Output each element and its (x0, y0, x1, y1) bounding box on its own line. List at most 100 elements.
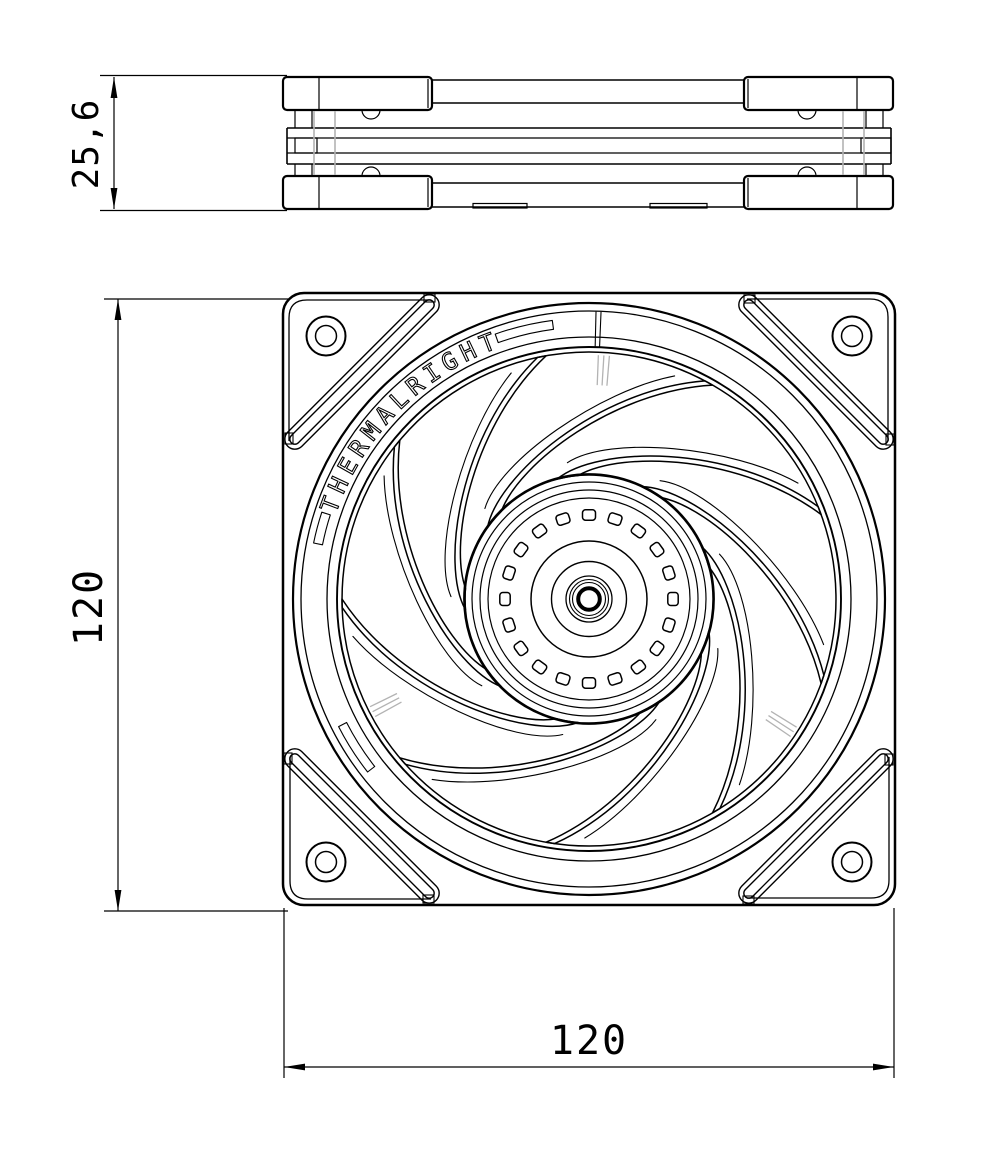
fan-blade-contour (566, 446, 799, 484)
ring-slot (494, 319, 555, 344)
hub-dot (661, 617, 676, 633)
ring-radial-slit (599, 311, 602, 347)
thickness-value: 25,6 (66, 99, 107, 190)
ring-slot (338, 721, 376, 773)
fan-frame (281, 291, 897, 907)
corner-inner-line (289, 757, 431, 900)
ring-radial-slit (594, 311, 597, 347)
side-view-hidden-lines (313, 111, 865, 175)
blade-gap-mark (369, 692, 398, 708)
corner-inner-line (747, 757, 890, 899)
shroud-rings (291, 301, 887, 897)
hub-dot (555, 671, 571, 686)
blade-gap-mark (770, 710, 797, 728)
corner-wing-outline (284, 294, 440, 450)
mounting-hole-inner (314, 850, 338, 874)
fan-blade-contour (584, 647, 719, 839)
mounting-hole-inner (840, 850, 864, 874)
fan-blade (640, 485, 825, 814)
hub-dot (581, 509, 597, 521)
ear-top-left (281, 75, 434, 112)
corner-assembly (738, 748, 894, 905)
blade-gap-mark (606, 355, 611, 386)
mounting-hole-inner (314, 324, 338, 348)
hub-dot (513, 541, 529, 558)
corner-assembly (738, 294, 895, 450)
fan-hub (463, 473, 715, 725)
corner-inner-line (288, 299, 431, 441)
hub-bearing-ring (550, 560, 628, 638)
hub-axle (576, 586, 602, 612)
arrow-up-icon (114, 299, 122, 320)
arrow-up-icon (110, 77, 118, 98)
mounting-hole-outer (831, 315, 873, 357)
fan-blade-contour (484, 375, 676, 510)
fan-blades (341, 351, 837, 847)
hub-dot (581, 677, 597, 689)
arrow-down-icon (110, 188, 118, 209)
hub-ring (487, 497, 691, 701)
hub-ring (471, 481, 707, 717)
dimension-thickness: 25,6 (66, 74, 287, 212)
mounting-hole-outer (305, 841, 347, 883)
hub-dot-ring (499, 509, 679, 689)
side-view (281, 75, 895, 211)
hub-dot (661, 565, 676, 581)
front-view: THERMALRIGHT (281, 291, 897, 907)
hub-dot (630, 659, 647, 675)
hub-dot (607, 512, 623, 527)
hub-bearing-ring (571, 581, 607, 617)
fan-blade-contour (431, 719, 657, 783)
height-value: 120 (66, 568, 112, 646)
width-value: 120 (550, 1018, 628, 1064)
corner-wing (738, 294, 894, 450)
fan-blade-contour (352, 635, 564, 737)
fan-blade-contour (444, 372, 512, 598)
blade-gap-mark (596, 355, 600, 386)
side-view-ear-details (318, 77, 858, 209)
side-view-shroud-band (432, 79, 744, 208)
ring-engravings (313, 311, 602, 773)
corner-wing-tab (283, 752, 293, 765)
ear-bottom-right (742, 174, 895, 211)
fan-blade (486, 380, 822, 529)
side-view-notches (361, 109, 817, 177)
hub-ring (479, 489, 699, 709)
blade-gap-mark (765, 719, 791, 738)
corner-wing (738, 748, 894, 904)
corner-assembly (283, 748, 440, 904)
ear-bottom-left (281, 174, 434, 211)
corner-wing-tab (423, 293, 436, 303)
hub-dot (499, 591, 511, 607)
arrow-down-icon (114, 890, 122, 911)
blade-gap-mark (374, 701, 402, 718)
fan-blade-contour (659, 480, 825, 646)
hub-dot (555, 512, 571, 527)
corner-wing-outline (284, 748, 440, 904)
corner-wing (284, 748, 440, 904)
side-view-bottom-tabs (472, 202, 708, 209)
hub-dot (649, 541, 665, 558)
arrow-left-icon (284, 1063, 305, 1071)
frame-corners (283, 293, 895, 905)
hub-dot (513, 640, 529, 657)
mounting-hole-outer (305, 315, 347, 357)
corner-wing-tab (885, 433, 895, 446)
hub-dot (649, 640, 665, 657)
side-view-blade-channel (286, 127, 892, 165)
hub-dot (667, 591, 679, 607)
blade-gap-marks (369, 355, 797, 738)
blade-gap-mark (768, 715, 794, 733)
dimension-width: 120 (283, 908, 895, 1078)
hub-inner-ring (530, 540, 648, 658)
hub-ring (463, 473, 715, 725)
ear-top-right (742, 75, 895, 112)
fan-blade (399, 630, 711, 845)
fan-blade-contour (383, 475, 483, 687)
side-view-mounting-ears (281, 75, 895, 211)
dimension-height: 120 (66, 298, 288, 912)
hub-bearing-ring (568, 578, 610, 620)
mounting-hole-inner (840, 324, 864, 348)
hub-dot (607, 671, 623, 686)
hub-dot (630, 523, 647, 539)
